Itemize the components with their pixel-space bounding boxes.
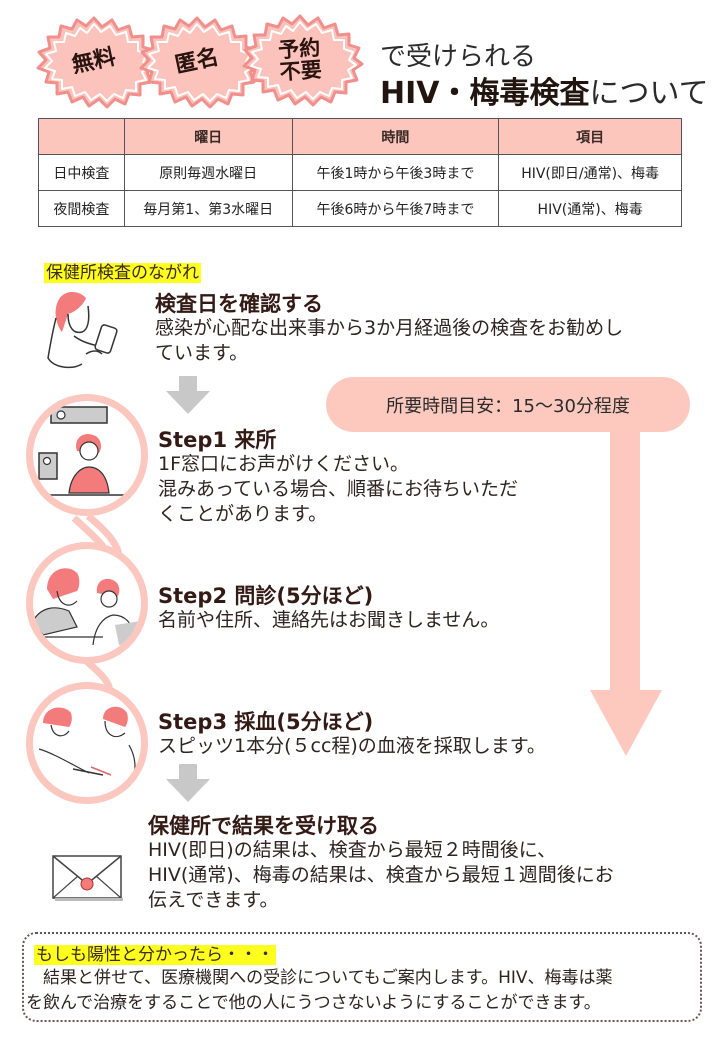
- title-bold: HIV・梅毒検査: [380, 76, 590, 111]
- interview-illustration: [26, 542, 148, 664]
- section-label-text: 保健所検査のながれ: [44, 263, 201, 283]
- table-row: 日中検査 原則毎週水曜日 午後1時から午後3時まで HIV(即日/通常)、梅毒: [38, 154, 682, 191]
- step-body-step3: スピッツ1本分(５cc程)の血液を採取します。: [158, 734, 546, 759]
- step-title-step3: Step3 採血(5分ほど): [158, 710, 374, 734]
- notice-line: 結果と併せて、医療機関への受診についてもご案内します。HIV、梅毒は薬: [26, 968, 613, 988]
- badge-no-reservation: 予約 不要: [236, 12, 364, 108]
- badge-no-reservation-text: 予約 不要: [233, 8, 367, 113]
- step-title-step1: Step1 来所: [158, 428, 277, 452]
- step-body-check-date: 感染が心配な出来事から3か月経過後の検査をお勧めし ています。: [155, 316, 623, 366]
- body-line: 感染が心配な出来事から3か月経過後の検査をお勧めし: [155, 317, 624, 339]
- table-cell: 午後1時から午後3時まで: [291, 154, 500, 191]
- envelope-icon: [52, 855, 123, 901]
- body-line: ています。: [155, 342, 249, 364]
- interview-icon: [33, 568, 141, 646]
- reception-icon: [33, 406, 141, 496]
- table-cell: HIV(即日/通常)、梅毒: [498, 154, 682, 191]
- reception-illustration: [26, 394, 148, 516]
- table-cell: 日中検査: [38, 154, 125, 191]
- duration-arrow-shaft: [610, 430, 640, 692]
- step-body-step2: 名前や住所、連絡先はお聞きしません。: [158, 608, 499, 633]
- duration-arrow-head-icon: [590, 690, 662, 756]
- step-title-check-date: 検査日を確認する: [155, 292, 323, 316]
- body-line: くことがあります。: [158, 503, 328, 525]
- body-line: 1F窓口にお声がけください。: [158, 453, 410, 475]
- section-label: 保健所検査のながれ: [44, 258, 201, 283]
- starburst-icon: [36, 16, 158, 109]
- step-title-step2: Step2 問診(5分ほど): [158, 584, 374, 608]
- step-title-results: 保健所で結果を受け取る: [148, 814, 379, 838]
- body-line: HIV(通常)、梅毒の結果は、検査から最短１週間後にお: [148, 864, 614, 886]
- down-arrow-icon: [166, 764, 210, 802]
- schedule-table: 曜日 時間 項目 日中検査 原則毎週水曜日 午後1時から午後3時まで HIV(即…: [38, 118, 682, 227]
- body-line: スピッツ1本分(５cc程)の血液を採取します。: [158, 735, 546, 757]
- duration-pill: 所要時間目安：15～30分程度: [326, 377, 690, 432]
- starburst-icon: [242, 14, 364, 107]
- down-arrow-icon: [166, 376, 210, 414]
- body-line: 混みあっている場合、順番にお待ちいただ: [158, 478, 519, 500]
- table-row: 夜間検査 毎月第1、第3水曜日 午後6時から午後7時まで HIV(通常)、梅毒: [38, 190, 682, 227]
- title-line-1: で受けられる: [380, 42, 537, 72]
- blood-draw-icon: [38, 706, 136, 786]
- notice-title-text: もしも陽性と分かったら・・・: [34, 945, 276, 965]
- person-phone-icon: [47, 292, 118, 369]
- notice-title: もしも陽性と分かったら・・・: [34, 940, 276, 965]
- table-header-cell: 項目: [498, 118, 682, 155]
- notice-line: を飲んで治療をすることで他の人にうつさないようにすることができます。: [26, 993, 601, 1013]
- step-body-results: HIV(即日)の結果は、検査から最短２時間後に、 HIV(通常)、梅毒の結果は、…: [148, 838, 614, 913]
- step-body-step1: 1F窓口にお声がけください。 混みあっている場合、順番にお待ちいただ くことがあ…: [158, 452, 518, 527]
- body-line: 伝えできます。: [148, 889, 279, 911]
- body-line: 名前や住所、連絡先はお聞きしません。: [158, 609, 500, 631]
- table-cell: 毎月第1、第3水曜日: [123, 190, 293, 227]
- table-header-cell: 曜日: [123, 118, 293, 155]
- table-cell: 午後6時から午後7時まで: [291, 190, 500, 227]
- badge-free: 無料: [30, 14, 158, 110]
- table-header-cell: [38, 118, 125, 155]
- blood-draw-illustration: [26, 682, 148, 804]
- table-cell: 原則毎週水曜日: [123, 154, 293, 191]
- body-line: HIV(即日)の結果は、検査から最短２時間後に、: [148, 839, 557, 861]
- badge-line-2: 不要: [278, 57, 323, 85]
- table-cell: HIV(通常)、梅毒: [498, 190, 682, 227]
- notice-body: 結果と併せて、医療機関への受診についてもご案内します。HIV、梅毒は薬 を飲んで…: [26, 966, 696, 1016]
- table-cell: 夜間検査: [38, 190, 125, 227]
- title-rest: について: [589, 76, 709, 111]
- badge-anonymous: 匿名: [133, 14, 261, 110]
- starburst-icon: [139, 16, 261, 109]
- table-header-cell: 時間: [291, 118, 500, 155]
- positive-result-notice: [22, 932, 702, 1022]
- page-title: HIV・梅毒検査について: [380, 68, 709, 112]
- table-header-row: 曜日 時間 項目: [38, 118, 682, 155]
